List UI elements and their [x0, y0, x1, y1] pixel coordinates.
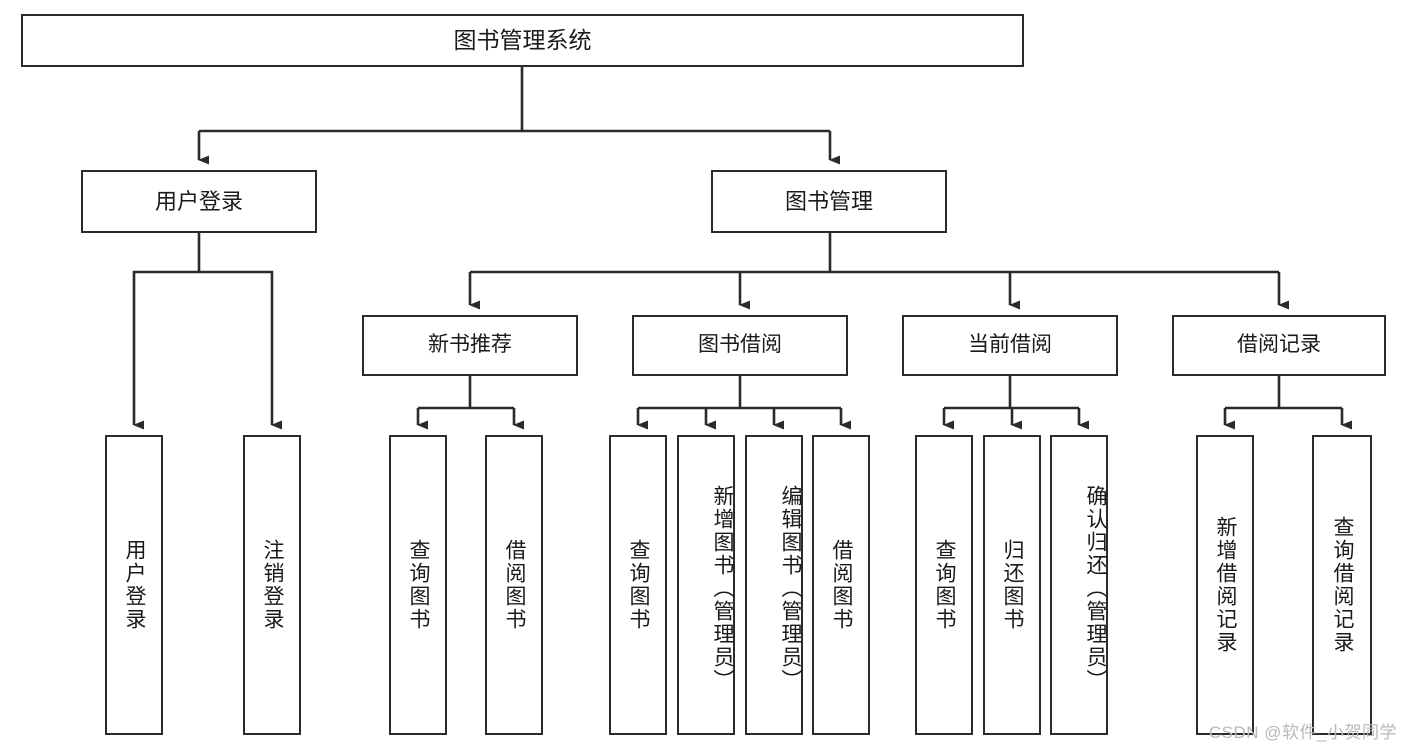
- node-leaf-edit-book[interactable]: 编辑图书（管理员）: [745, 435, 803, 735]
- node-leaf-add-record-label: 新增借阅记录: [1214, 516, 1238, 654]
- node-leaf-add-book-label: 新增图书（管理员）: [711, 484, 734, 692]
- wire-user-login-leaf-1: [132, 270, 199, 430]
- watermark: CSDN @软件_小贺同学: [1208, 723, 1397, 742]
- node-leaf-query-book-2-label: 查询图书: [627, 539, 651, 631]
- node-leaf-query-book-3-label: 查询图书: [933, 539, 957, 631]
- node-borrow-record[interactable]: 借阅记录: [1172, 315, 1386, 376]
- node-leaf-add-book[interactable]: 新增图书（管理员）: [677, 435, 735, 735]
- node-leaf-query-book-3[interactable]: 查询图书: [915, 435, 973, 735]
- node-leaf-user-logout-label: 注销登录: [261, 539, 285, 631]
- node-leaf-confirm-return-label: 确认归还（管理员）: [1084, 484, 1107, 692]
- node-leaf-user-logout[interactable]: 注销登录: [243, 435, 301, 735]
- node-leaf-query-record-label: 查询借阅记录: [1331, 516, 1355, 654]
- node-leaf-edit-book-label: 编辑图书（管理员）: [779, 484, 802, 692]
- node-leaf-borrow-book-2-label: 借阅图书: [830, 539, 854, 631]
- node-new-book-recommend[interactable]: 新书推荐: [362, 315, 578, 376]
- node-leaf-query-book-2[interactable]: 查询图书: [609, 435, 667, 735]
- node-root[interactable]: 图书管理系统: [21, 14, 1024, 67]
- node-leaf-borrow-book-1-label: 借阅图书: [503, 539, 527, 631]
- node-new-book-recommend-label: 新书推荐: [428, 333, 512, 357]
- node-current-borrow-label: 当前借阅: [968, 333, 1052, 357]
- node-leaf-add-record[interactable]: 新增借阅记录: [1196, 435, 1254, 735]
- node-leaf-confirm-return[interactable]: 确认归还（管理员）: [1050, 435, 1108, 735]
- node-user-login-label: 用户登录: [154, 188, 243, 214]
- node-leaf-query-book-1-label: 查询图书: [407, 539, 431, 631]
- node-leaf-user-login-label: 用户登录: [123, 539, 147, 631]
- node-book-borrow-label: 图书借阅: [698, 333, 782, 357]
- node-root-label: 图书管理系统: [453, 27, 592, 54]
- wire-user-login-leaf-2: [199, 270, 282, 430]
- node-book-manage[interactable]: 图书管理: [711, 170, 947, 233]
- node-leaf-borrow-book-2[interactable]: 借阅图书: [812, 435, 870, 735]
- node-leaf-return-book-label: 归还图书: [1001, 539, 1025, 631]
- node-book-borrow[interactable]: 图书借阅: [632, 315, 848, 376]
- node-current-borrow[interactable]: 当前借阅: [902, 315, 1118, 376]
- node-leaf-user-login[interactable]: 用户登录: [105, 435, 163, 735]
- node-leaf-query-record[interactable]: 查询借阅记录: [1312, 435, 1372, 735]
- node-book-manage-label: 图书管理: [784, 188, 873, 214]
- node-leaf-return-book[interactable]: 归还图书: [983, 435, 1041, 735]
- node-leaf-borrow-book-1[interactable]: 借阅图书: [485, 435, 543, 735]
- node-user-login[interactable]: 用户登录: [81, 170, 317, 233]
- node-leaf-query-book-1[interactable]: 查询图书: [389, 435, 447, 735]
- node-borrow-record-label: 借阅记录: [1237, 333, 1321, 357]
